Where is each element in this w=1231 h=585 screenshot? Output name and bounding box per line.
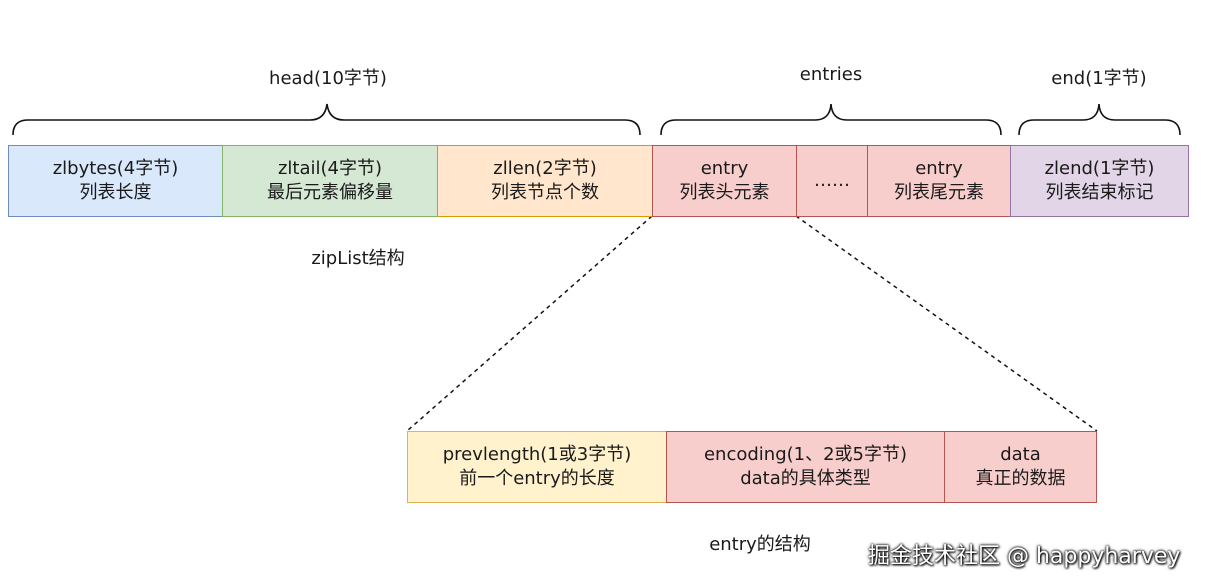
zllen-cell: zllen(2字节) 列表节点个数 (437, 145, 653, 217)
data-cell: data 真正的数据 (944, 431, 1097, 503)
entry-tail-cell: entry 列表尾元素 (867, 145, 1011, 217)
zlbytes-cell: zlbytes(4字节) 列表长度 (8, 145, 223, 217)
encoding-cell: encoding(1、2或5字节) data的具体类型 (666, 431, 945, 503)
head-label: head(10字节) (269, 68, 387, 89)
ziplist-caption: zipList结构 (311, 248, 405, 269)
entries-brace (660, 103, 1002, 136)
watermark: 掘金技术社区 @ happyharvey (868, 544, 1181, 569)
ellipsis-cell: …… (796, 145, 868, 217)
zoom-line-right (795, 215, 1098, 432)
entry-caption: entry的结构 (709, 534, 811, 555)
entries-label: entries (799, 64, 863, 85)
zltail-cell: zltail(4字节) 最后元素偏移量 (222, 145, 438, 217)
prevlength-cell: prevlength(1或3字节) 前一个entry的长度 (407, 431, 667, 503)
zoom-line-left (406, 215, 653, 432)
head-brace (12, 103, 641, 136)
end-label: end(1字节) (1051, 68, 1147, 89)
zlend-cell: zlend(1字节) 列表结束标记 (1010, 145, 1189, 217)
entry-head-cell: entry 列表头元素 (652, 145, 797, 217)
end-brace (1018, 103, 1181, 136)
